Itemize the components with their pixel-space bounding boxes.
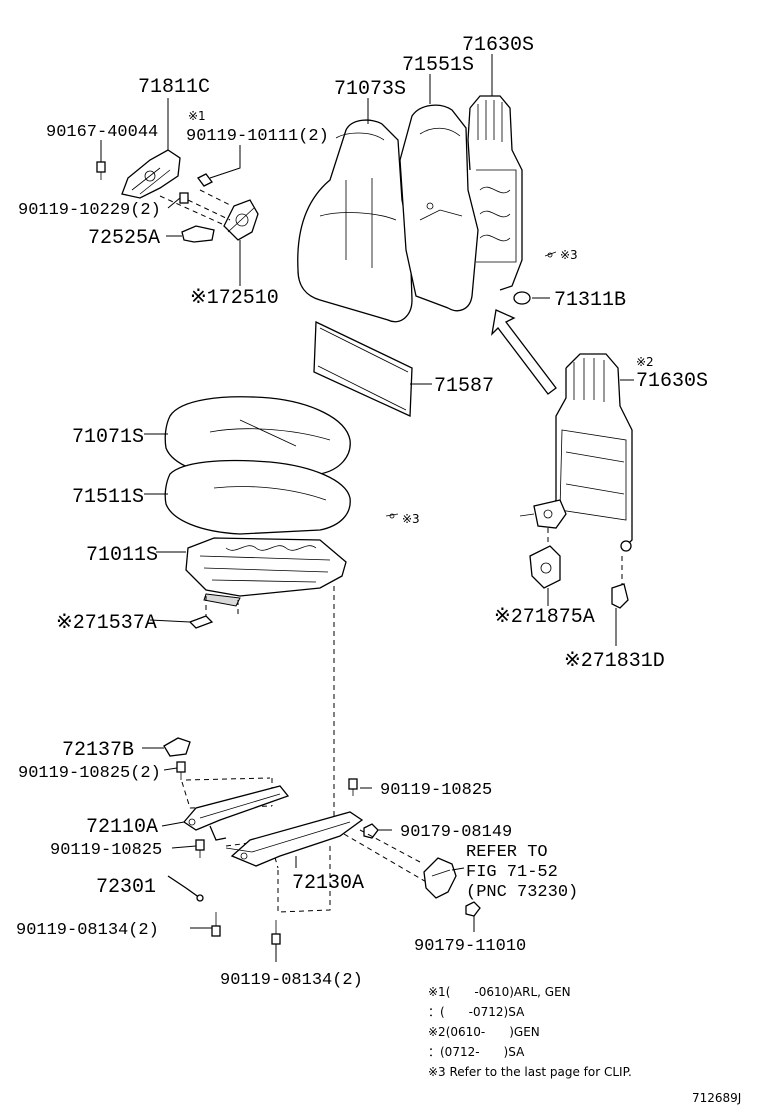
figure-id: 712689J [692, 1091, 741, 1105]
clip-symbol-mid [385, 513, 399, 517]
label-72525A: 72525A [88, 227, 160, 250]
sensor-71537A [188, 615, 214, 629]
track-cover-72137B [163, 737, 191, 757]
label-72137B: 72137B [62, 739, 134, 762]
track-rail-72110A [183, 785, 290, 841]
label-clip-mark-mid: ※3 [402, 512, 420, 526]
note-2b: ：(0712- )SA [428, 1045, 525, 1059]
seatback-cover-71073S [297, 119, 413, 323]
bolt-90119-08134-left [211, 912, 221, 937]
label-90119-10111: 90119-10111(2) [186, 127, 329, 146]
bolt-90119-08134-bottom [271, 920, 281, 945]
seatbelt-buckle-73230 [423, 857, 457, 899]
label-mark2: ※2 [636, 355, 654, 369]
hinge-cover-71875A [529, 545, 561, 589]
label-71551S: 71551S [402, 54, 474, 77]
seat-pad-71511S [164, 459, 351, 535]
clip-71311B [513, 291, 531, 305]
bolt-90119-10825-right [348, 778, 358, 796]
sensor-bracket-lines [205, 596, 239, 618]
label-clip-mark-top: ※3 [560, 248, 578, 262]
seat-cover-71071S [164, 396, 351, 479]
clip-symbol-mid-dot [389, 513, 395, 519]
seatback-frame-71630S-top [467, 95, 523, 291]
label-90119-08134-bottom: 90119-08134(2) [220, 971, 363, 990]
adjuster-wire-72301 [167, 875, 204, 902]
nut-90179-08149 [363, 823, 379, 839]
label-90179-11010: 90179-11010 [414, 937, 526, 956]
label-71811C: 71811C [138, 76, 210, 99]
seatback-pad-71551S [399, 104, 479, 312]
leader-lines [100, 54, 634, 962]
recliner-mechanism-72510 [223, 199, 259, 241]
label-72110A: 72110A [86, 816, 158, 839]
label-72510: ※172510 [190, 287, 279, 310]
label-90119-10229: 90119-10229(2) [18, 201, 161, 220]
label-mark1: ※1 [188, 109, 206, 123]
bolt-90119-10111 [197, 173, 213, 187]
label-71073S: 71073S [334, 78, 406, 101]
label-71311B: 71311B [554, 289, 626, 312]
label-90119-10825-right: 90119-10825 [380, 781, 492, 800]
track-to-buckle-lines [343, 829, 441, 891]
bolt-90119-10229 [179, 192, 189, 204]
label-71071S: 71071S [72, 426, 144, 449]
note-2a: ※2(0610- )GEN [428, 1025, 540, 1039]
label-71587: 71587 [434, 375, 494, 398]
seat-frame-71011S [185, 537, 347, 607]
label-90119-10825-left: 90119-10825 [50, 841, 162, 860]
arrow-frame-to-seatback [491, 309, 557, 395]
recliner-lever-72525A [181, 225, 215, 243]
label-71011S: 71011S [86, 544, 158, 567]
label-refer-pnc: (PNC 73230) [466, 883, 578, 902]
label-72130A: 72130A [292, 872, 364, 895]
label-90119-10825-2: 90119-10825(2) [18, 764, 161, 783]
seatback-frame-71630S-mid [519, 353, 633, 552]
track-bottom-lines [277, 846, 331, 913]
note-3: ※3 Refer to the last page for CLIP. [428, 1065, 632, 1079]
label-71511S: 71511S [72, 486, 144, 509]
label-90167-40044: 90167-40044 [46, 123, 158, 142]
label-71537A: ※271537A [56, 612, 157, 635]
recliner-assembly-lines [159, 189, 233, 225]
label-refer-fig: FIG 71-52 [466, 863, 558, 882]
clip-symbol-top [544, 251, 557, 257]
label-90179-08149: 90179-08149 [400, 823, 512, 842]
label-71831D: ※271831D [564, 650, 665, 673]
label-90119-08134-left: 90119-08134(2) [16, 921, 159, 940]
label-71875A: ※271875A [494, 606, 595, 629]
label-72301: 72301 [96, 876, 156, 899]
clip-71831D [611, 583, 629, 609]
track-rail-72130A [225, 811, 364, 867]
note-1b: ：( -0712)SA [428, 1005, 525, 1019]
label-71630S-top: 71630S [462, 34, 534, 57]
bolt-90119-10825-2 [176, 761, 186, 780]
frame-attachment-lines [547, 528, 623, 584]
recliner-cover-71811C [121, 149, 181, 199]
label-71630S-mid: 71630S [636, 370, 708, 393]
bolt-90167-40044 [96, 161, 106, 180]
label-refer-to: REFER TO [466, 843, 548, 862]
nut-90179-11010 [465, 901, 481, 917]
clip-symbol-top-dot [547, 252, 553, 258]
bolt-90119-10825-left [195, 839, 205, 858]
track-left-lines [181, 777, 273, 809]
panel-71587 [313, 320, 413, 417]
note-1a: ※1( -0610)ARL, GEN [428, 985, 571, 999]
